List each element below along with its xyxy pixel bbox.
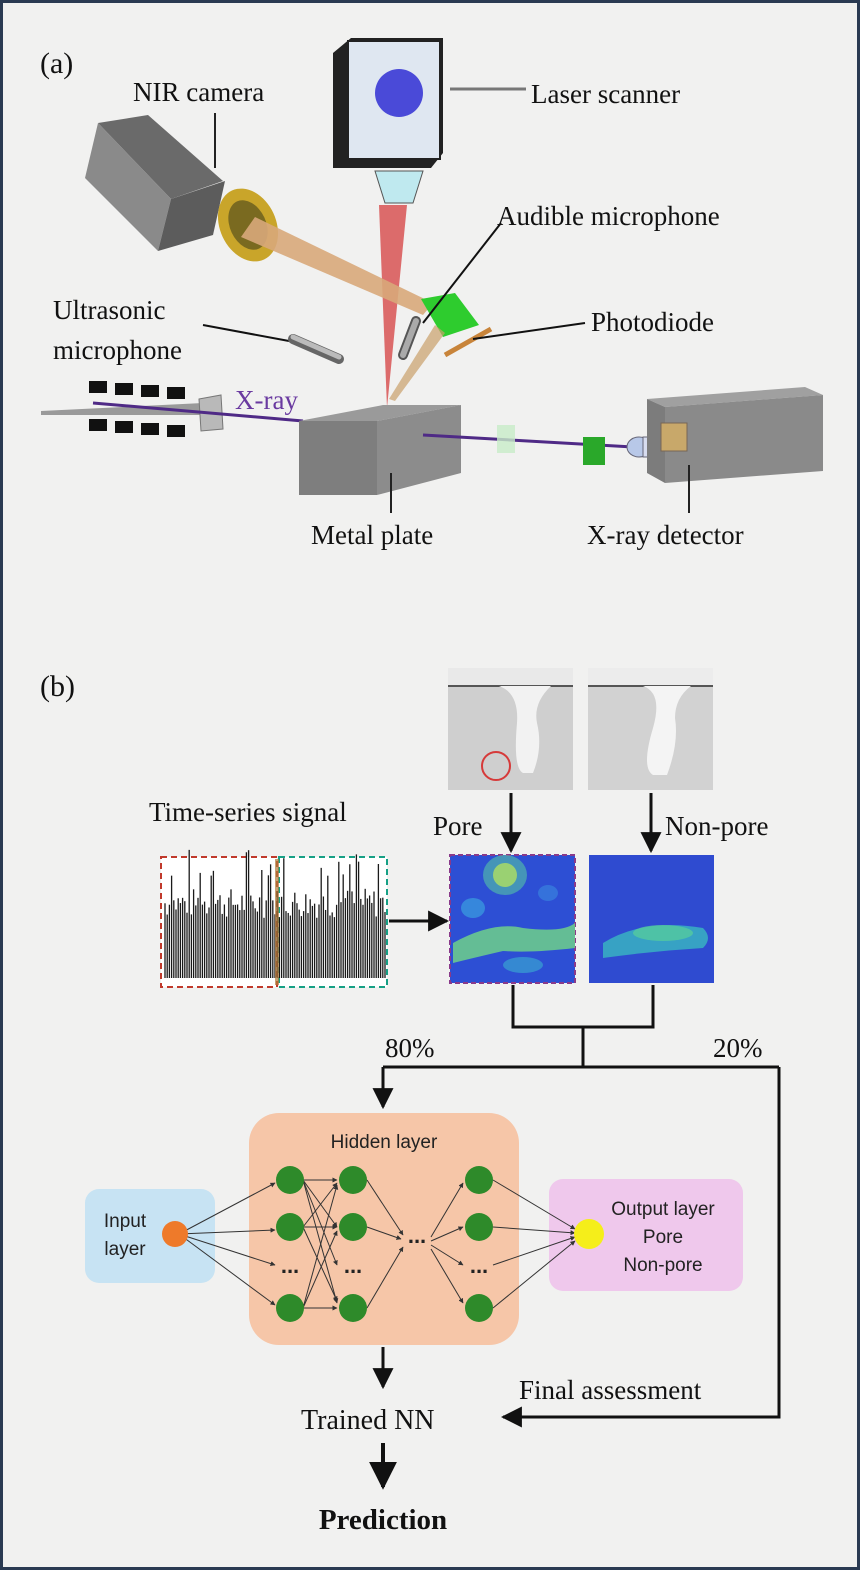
ellipsis: ... [344,1253,362,1278]
scintillator-icon [497,425,515,453]
panel-b-tag: (b) [40,670,75,703]
time-series-signal [160,849,388,988]
audible-microphone-leader [422,222,502,324]
audible-microphone-label: Audible microphone [497,201,720,231]
hidden-neuron [465,1166,493,1194]
merge-connector [383,985,781,1428]
nir-camera-view-beam [241,217,433,315]
nn-neurons [162,1166,604,1322]
photodiode-leader [472,322,586,340]
ellipsis: ... [408,1223,426,1248]
input-layer-label-line1: Input [104,1211,147,1232]
hidden-neuron [276,1166,304,1194]
output-layer-box [549,1179,743,1291]
metal-plate-icon [299,405,461,495]
xray-label: X-ray [235,385,298,415]
ultrasonic-label-line2: microphone [53,335,182,365]
hidden-neuron [276,1213,304,1241]
hidden-layer-box [249,1113,519,1345]
hidden-neuron [465,1294,493,1322]
hidden-neuron [276,1294,304,1322]
time-series-label: Time-series signal [149,797,347,827]
nn-ellipses: ... ... ... ... [281,1223,488,1278]
ultrasonic-leader [202,324,290,342]
xray-image-pore [448,668,573,790]
photodiode-label: Photodiode [591,307,714,337]
audible-microphone-icon [398,316,421,360]
nn-connections [178,1177,576,1311]
green-target-icon [421,293,479,337]
panel-a-tag: (a) [40,47,73,80]
photodiode-view-beam [389,325,445,401]
metal-plate-label: Metal plate [311,520,433,550]
laser-scanner-icon [333,38,443,204]
hidden-neuron [339,1213,367,1241]
output-layer-label-line2: Pore [643,1227,683,1248]
panel-a: (a) Laser scanner NIR camera [40,38,823,550]
xray-image-non-pore [588,668,713,790]
hidden-neuron [465,1213,493,1241]
hidden-neuron [339,1166,367,1194]
figure-canvas: (a) Laser scanner NIR camera [40,38,823,1536]
laser-scanner-label: Laser scanner [531,79,680,109]
nir-camera-label: NIR camera [133,77,264,107]
laser-beam [379,205,407,408]
input-neuron [162,1221,188,1247]
hidden-layer-label: Hidden layer [331,1132,438,1153]
trained-nn-label: Trained NN [301,1405,435,1436]
ellipsis: ... [470,1253,488,1278]
xray-source-icon [41,381,224,437]
mirror-icon [583,437,605,465]
spectrogram-pore [449,854,576,984]
pore-label: Pore [433,811,483,841]
split-train-label: 80% [385,1033,435,1063]
output-layer-label-line1: Output layer [611,1199,715,1220]
ultrasonic-label-line1: Ultrasonic [53,295,165,325]
photodiode-icon [443,326,493,358]
prediction-label: Prediction [319,1504,447,1536]
xray-detector-icon [647,387,823,483]
ultrasonic-microphone-icon [288,334,344,364]
ellipsis: ... [281,1253,299,1278]
output-neuron [574,1219,604,1249]
non-pore-label: Non-pore [665,811,768,841]
pore-marker-icon [481,751,511,781]
split-test-label: 20% [713,1033,763,1063]
final-assessment-label: Final assessment [519,1375,702,1405]
xray-detector-label: X-ray detector [587,520,744,550]
xray-beam-source [92,401,304,423]
nir-camera-icon [85,115,279,262]
input-layer-box [85,1189,215,1283]
hidden-neuron [339,1294,367,1322]
spectrogram-non-pore [589,855,714,983]
panel-b: (b) Time-series signal Pore Non-pore [40,668,781,1536]
output-layer-label-line3: Non-pore [623,1255,702,1276]
input-layer-label-line2: layer [104,1239,146,1260]
